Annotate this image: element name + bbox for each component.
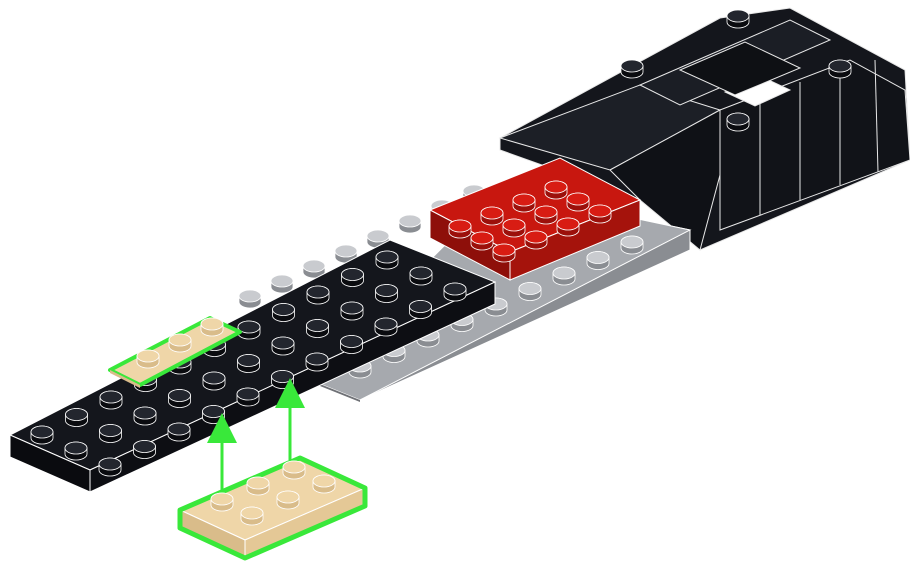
gray-stud xyxy=(398,214,422,234)
cockpit-stud xyxy=(828,59,852,79)
tan-slot-stud xyxy=(168,333,192,353)
gray-stud xyxy=(238,289,262,309)
cockpit-stud xyxy=(726,9,750,29)
black-stud xyxy=(237,320,261,340)
red-stud xyxy=(534,205,558,225)
black-stud xyxy=(305,352,329,372)
red-stud xyxy=(556,217,580,237)
black-stud xyxy=(167,422,191,442)
tan-plate-studs xyxy=(210,460,336,526)
cockpit-stud xyxy=(726,112,750,132)
red-stud xyxy=(512,193,536,213)
black-stud xyxy=(375,250,399,270)
tan-stud xyxy=(210,492,234,512)
black-stud xyxy=(98,457,122,477)
gray-stud xyxy=(302,259,326,279)
red-plate-studs xyxy=(448,180,612,263)
placement-arrows xyxy=(207,378,305,495)
black-stud xyxy=(30,425,54,445)
black-stud xyxy=(99,424,122,443)
black-stud xyxy=(340,335,363,354)
gray-stud xyxy=(620,235,644,255)
black-stud xyxy=(272,303,295,322)
tan-slot-studs xyxy=(136,317,224,369)
gray-stud xyxy=(518,282,542,301)
black-stud xyxy=(306,319,329,338)
black-stud xyxy=(133,440,156,459)
red-stud xyxy=(480,206,504,226)
tan-slot-stud xyxy=(136,349,160,369)
tan-stud xyxy=(276,490,300,510)
black-stud xyxy=(168,389,191,408)
red-stud xyxy=(588,204,612,224)
red-stud xyxy=(492,243,516,263)
black-stud xyxy=(409,266,433,286)
black-stud xyxy=(202,371,226,391)
gray-stud xyxy=(552,266,576,286)
black-stud xyxy=(271,370,294,389)
black-stud xyxy=(443,282,467,302)
black-stud xyxy=(306,285,330,305)
gray-stud xyxy=(334,244,358,264)
black-stud xyxy=(65,408,88,427)
black-stud xyxy=(202,405,225,424)
black-stud xyxy=(340,301,364,321)
cockpit-stud xyxy=(620,59,644,79)
red-stud xyxy=(470,231,494,251)
cockpit-studs xyxy=(620,9,852,132)
red-stud xyxy=(448,219,472,239)
red-stud xyxy=(566,192,590,212)
tan-stud xyxy=(240,506,264,526)
red-stud xyxy=(524,230,548,250)
black-cockpit-assembly xyxy=(498,7,910,251)
black-stud xyxy=(374,317,398,337)
tan-slot-stud xyxy=(200,317,224,337)
black-stud xyxy=(341,268,364,287)
red-stud xyxy=(544,180,568,200)
black-stud xyxy=(271,336,295,356)
black-stud xyxy=(236,387,260,407)
tan-stud xyxy=(282,460,306,480)
black-stud xyxy=(375,284,398,303)
black-stud xyxy=(409,300,432,319)
tan-stud xyxy=(312,474,336,494)
gray-stud xyxy=(586,251,610,270)
tan-2x3-plate xyxy=(177,455,368,561)
gray-stud xyxy=(270,274,294,294)
black-stud xyxy=(133,406,157,426)
black-stud xyxy=(99,390,123,410)
black-stud xyxy=(64,441,88,461)
tan-stud xyxy=(246,476,270,496)
black-stud xyxy=(237,354,260,373)
red-stud xyxy=(502,218,526,238)
